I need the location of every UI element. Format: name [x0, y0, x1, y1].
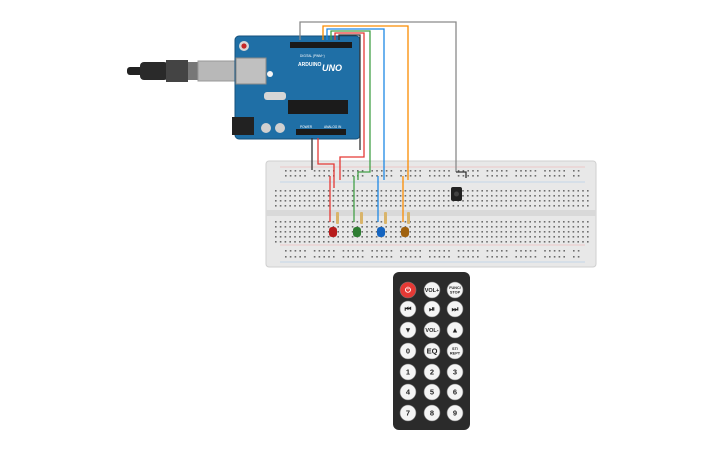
two-button[interactable]: 2: [423, 363, 441, 381]
vol-up-button[interactable]: VOL+: [423, 281, 441, 299]
power-header-label: POWER: [300, 125, 313, 129]
up-button-label: ▲: [451, 326, 458, 335]
nine-button-label: 9: [453, 409, 457, 418]
resistor[interactable]: [336, 212, 339, 224]
seven-button[interactable]: 7: [399, 404, 417, 422]
eq-button-label: EQ: [427, 347, 438, 356]
arduino-brand-text: ARDUINO: [298, 62, 321, 68]
ir-receiver[interactable]: [451, 187, 462, 201]
led-orange[interactable]: [401, 227, 409, 237]
resistor[interactable]: [384, 212, 387, 224]
wires: [299, 21, 467, 222]
eq-button[interactable]: EQ: [423, 342, 441, 360]
down-button-label: ▼: [404, 326, 411, 335]
power-button-label: ⏻: [405, 286, 412, 295]
led-blue[interactable]: [377, 227, 385, 237]
led-green[interactable]: [353, 227, 361, 237]
play-pause-button-label: ⏯: [429, 305, 435, 314]
wire-gray[interactable]: [299, 21, 457, 172]
ir-remote[interactable]: ⏻ VOL+ FUNC/STOP ⏮ ⏯ ⏭ ▼ VOL- ▲ 0 EQ ST/REPT 1 2 3 4 5 6 7…: [393, 272, 470, 430]
analog-header-label: ANALOG IN: [324, 125, 342, 129]
nine-button[interactable]: 9: [446, 404, 464, 422]
one-button-label: 1: [406, 368, 410, 377]
wire-red-top[interactable]: [334, 32, 365, 180]
vol-down-button-label: VOL-: [425, 328, 438, 334]
wire-orange-top[interactable]: [322, 25, 409, 180]
one-button[interactable]: 1: [399, 363, 417, 381]
wire-sensor-gnd[interactable]: [456, 171, 467, 178]
play-pause-button[interactable]: ⏯: [423, 300, 441, 318]
two-button-label: 2: [430, 368, 434, 377]
wire-red-5v[interactable]: [317, 138, 335, 188]
func-stop-button-label: FUNC/STOP: [449, 286, 462, 295]
usb-cable[interactable]: [127, 60, 239, 82]
arduino-model-text: UNO: [322, 63, 342, 73]
up-button[interactable]: ▲: [446, 321, 464, 339]
vol-down-button[interactable]: VOL-: [423, 321, 441, 339]
eight-button[interactable]: 8: [423, 404, 441, 422]
resistors: [336, 212, 410, 224]
rewind-button-label: ⏮: [405, 305, 412, 314]
seven-button-label: 7: [406, 409, 410, 418]
digital-header-label: DIGITAL (PWM~): [300, 54, 325, 58]
five-button-label: 5: [430, 388, 434, 397]
vol-up-button-label: VOL+: [425, 288, 440, 294]
three-button-label: 3: [453, 368, 457, 377]
six-button[interactable]: 6: [446, 383, 464, 401]
st-rept-button-label: ST/REPT: [450, 347, 461, 356]
fast-forward-button[interactable]: ⏭: [446, 300, 464, 318]
five-button[interactable]: 5: [423, 383, 441, 401]
power-button[interactable]: ⏻: [399, 281, 417, 299]
led-red[interactable]: [329, 227, 337, 237]
resistor[interactable]: [407, 212, 410, 224]
breadboard[interactable]: [265, 160, 597, 268]
wire-green-top[interactable]: [330, 30, 371, 180]
func-stop-button[interactable]: FUNC/STOP: [446, 281, 464, 299]
six-button-label: 6: [453, 388, 457, 397]
rewind-button[interactable]: ⏮: [399, 300, 417, 318]
arduino-uno-board[interactable]: ARDUINO UNO DIGITAL (PWM~) POWER ANALOG …: [232, 35, 361, 140]
wire-dark-top[interactable]: [338, 34, 361, 150]
four-button[interactable]: 4: [399, 383, 417, 401]
three-button[interactable]: 3: [446, 363, 464, 381]
microcontroller-chip: [288, 100, 348, 114]
st-rept-button[interactable]: ST/REPT: [446, 342, 464, 360]
fast-forward-button-label: ⏭: [452, 305, 460, 314]
wire-blue-top[interactable]: [326, 28, 385, 180]
eight-button-label: 8: [430, 409, 434, 418]
zero-button-label: 0: [406, 347, 410, 356]
down-button[interactable]: ▼: [399, 321, 417, 339]
leds: [329, 227, 409, 237]
zero-button[interactable]: 0: [399, 342, 417, 360]
four-button-label: 4: [406, 388, 411, 397]
resistor[interactable]: [360, 212, 363, 224]
